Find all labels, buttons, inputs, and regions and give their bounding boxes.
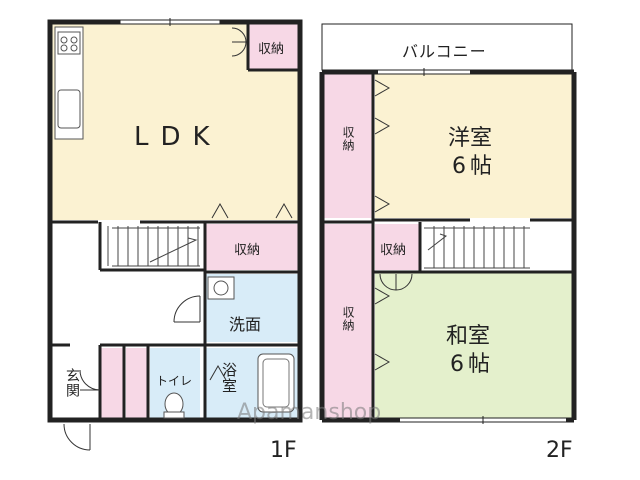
bath-label: 浴室 [220,362,238,394]
ldk-label: LDK [134,122,222,152]
balcony-label: バルコニー [402,42,487,61]
floor2-label: 2F [546,438,573,463]
left-storage-label: 収納 [341,126,355,152]
lower-left-storage-area [324,224,372,418]
ldk-storage-area [248,24,298,70]
window-2f-top [378,68,470,76]
door-swings-2f [374,79,413,371]
lower-left-storage-label: 収納 [341,306,355,332]
bathtub-icon [257,353,295,413]
stair-storage-label: 収納 [234,243,261,258]
small-storage-label: 収納 [380,243,407,258]
watermark: Apamanshop [237,400,382,425]
sink-icon [57,89,81,129]
floor-2 [319,23,577,424]
corridor-storage-area-2 [126,348,148,418]
balcony-area [321,23,573,71]
western-room-size: 6帖 [452,154,496,179]
left-storage-area [324,74,372,218]
staircase-1f [107,226,200,267]
door-swings-1f [63,27,293,451]
window-2f-bottom [400,416,566,424]
small-storage-area [375,224,419,270]
stove-icon [57,31,81,55]
staircase-2f [424,226,530,269]
entrance-label: 玄関 [64,368,80,398]
toilet-label: トイレ [156,374,193,388]
interior-walls-1f [50,22,300,420]
washroom-label: 洗面 [229,315,262,334]
japanese-room-name: 和室 [446,324,491,349]
basin-icon [207,276,235,300]
floor-1 [47,18,303,451]
floor1-label: 1F [270,438,297,463]
ldk-storage-label: 収納 [258,42,285,57]
western-room-name: 洋室 [448,126,493,151]
japanese-room-size: 6帖 [450,352,494,377]
corridor-storage-area [100,348,124,418]
window-1f-top [118,18,222,26]
stair-storage-area [205,224,298,270]
walls-2f [319,69,577,423]
interior-walls-2f [322,72,574,420]
japanese-room-area [375,272,572,418]
western-room-area [375,74,572,218]
